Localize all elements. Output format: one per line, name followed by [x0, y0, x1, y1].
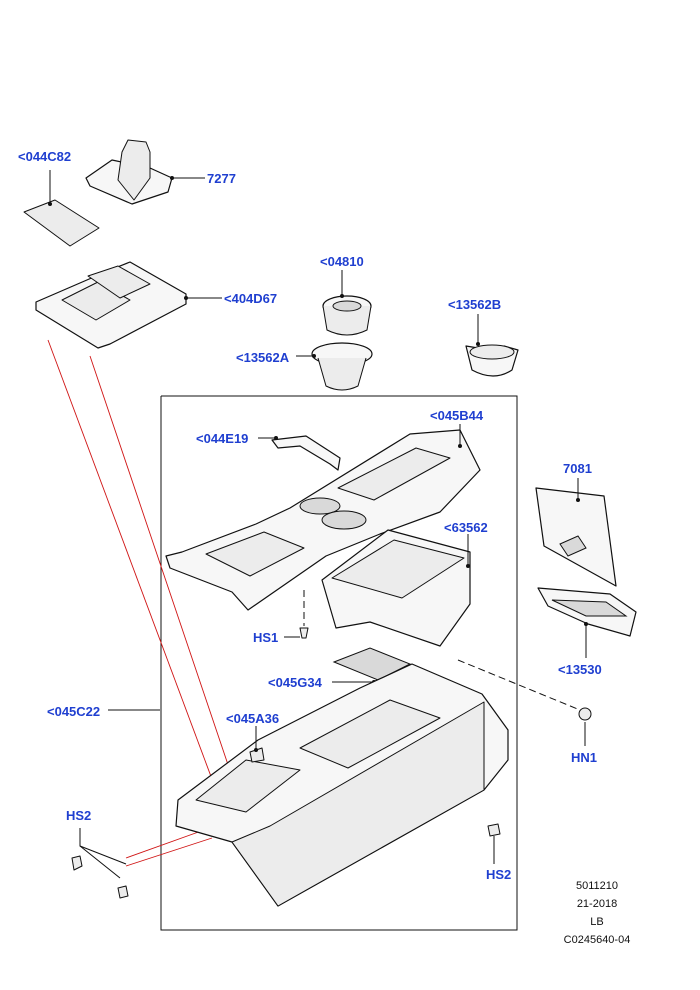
screw-hs2-left-part[interactable] [71, 828, 129, 899]
label-HN1[interactable]: HN1 [571, 750, 598, 765]
label-13562B[interactable]: <13562B [448, 297, 502, 312]
bracket-part[interactable] [258, 435, 341, 471]
reference-code-2: C0245640-04 [563, 934, 631, 946]
label-13562A[interactable]: <13562A [236, 350, 290, 365]
reference-variant: LB [590, 916, 604, 928]
label-04810[interactable]: <04810 [320, 254, 364, 269]
label-045G34[interactable]: <045G34 [268, 675, 322, 690]
gear-boot-part[interactable] [85, 139, 205, 205]
storage-mat-part[interactable] [23, 170, 100, 247]
label-045C22[interactable]: <045C22 [47, 704, 101, 719]
screw-hs2-right-part[interactable] [487, 823, 501, 864]
main-console-body-part[interactable] [108, 663, 509, 907]
label-044E19[interactable]: <044E19 [196, 431, 249, 446]
label-63562[interactable]: <63562 [444, 520, 488, 535]
callout-lines [47, 339, 247, 867]
label-045A36[interactable]: <045A36 [226, 711, 280, 726]
label-HS1[interactable]: HS1 [253, 630, 279, 645]
screw-hs1-part[interactable] [284, 590, 309, 639]
reference-date: 21-2018 [576, 898, 618, 910]
assembly-frame [160, 395, 518, 931]
reference-code-1: 5011210 [575, 880, 618, 892]
cup-holder-a-part[interactable] [296, 342, 373, 391]
label-045B44[interactable]: <045B44 [430, 408, 484, 423]
label-HS2-left[interactable]: HS2 [66, 808, 92, 823]
cup-holder-b-part[interactable] [465, 314, 519, 377]
reference-block: 5011210 21-2018 LB C0245640-04 [552, 880, 642, 947]
label-HS2-right[interactable]: HS2 [486, 867, 512, 882]
storage-tray-part[interactable] [537, 587, 637, 658]
label-044C82[interactable]: <044C82 [18, 149, 72, 164]
side-panel-part[interactable] [535, 478, 617, 587]
label-7081[interactable]: 7081 [563, 461, 592, 476]
clip-part[interactable] [249, 726, 265, 763]
upper-console-part[interactable] [165, 424, 481, 611]
label-7277[interactable]: 7277 [207, 171, 236, 186]
console-trim-panel-part[interactable] [35, 261, 222, 349]
label-404D67[interactable]: <404D67 [224, 291, 278, 306]
label-13530[interactable]: <13530 [558, 662, 602, 677]
nut-hn1-part[interactable] [457, 659, 592, 746]
cup-holder-insert-part[interactable] [322, 270, 372, 336]
storage-bin-part[interactable] [321, 529, 471, 647]
